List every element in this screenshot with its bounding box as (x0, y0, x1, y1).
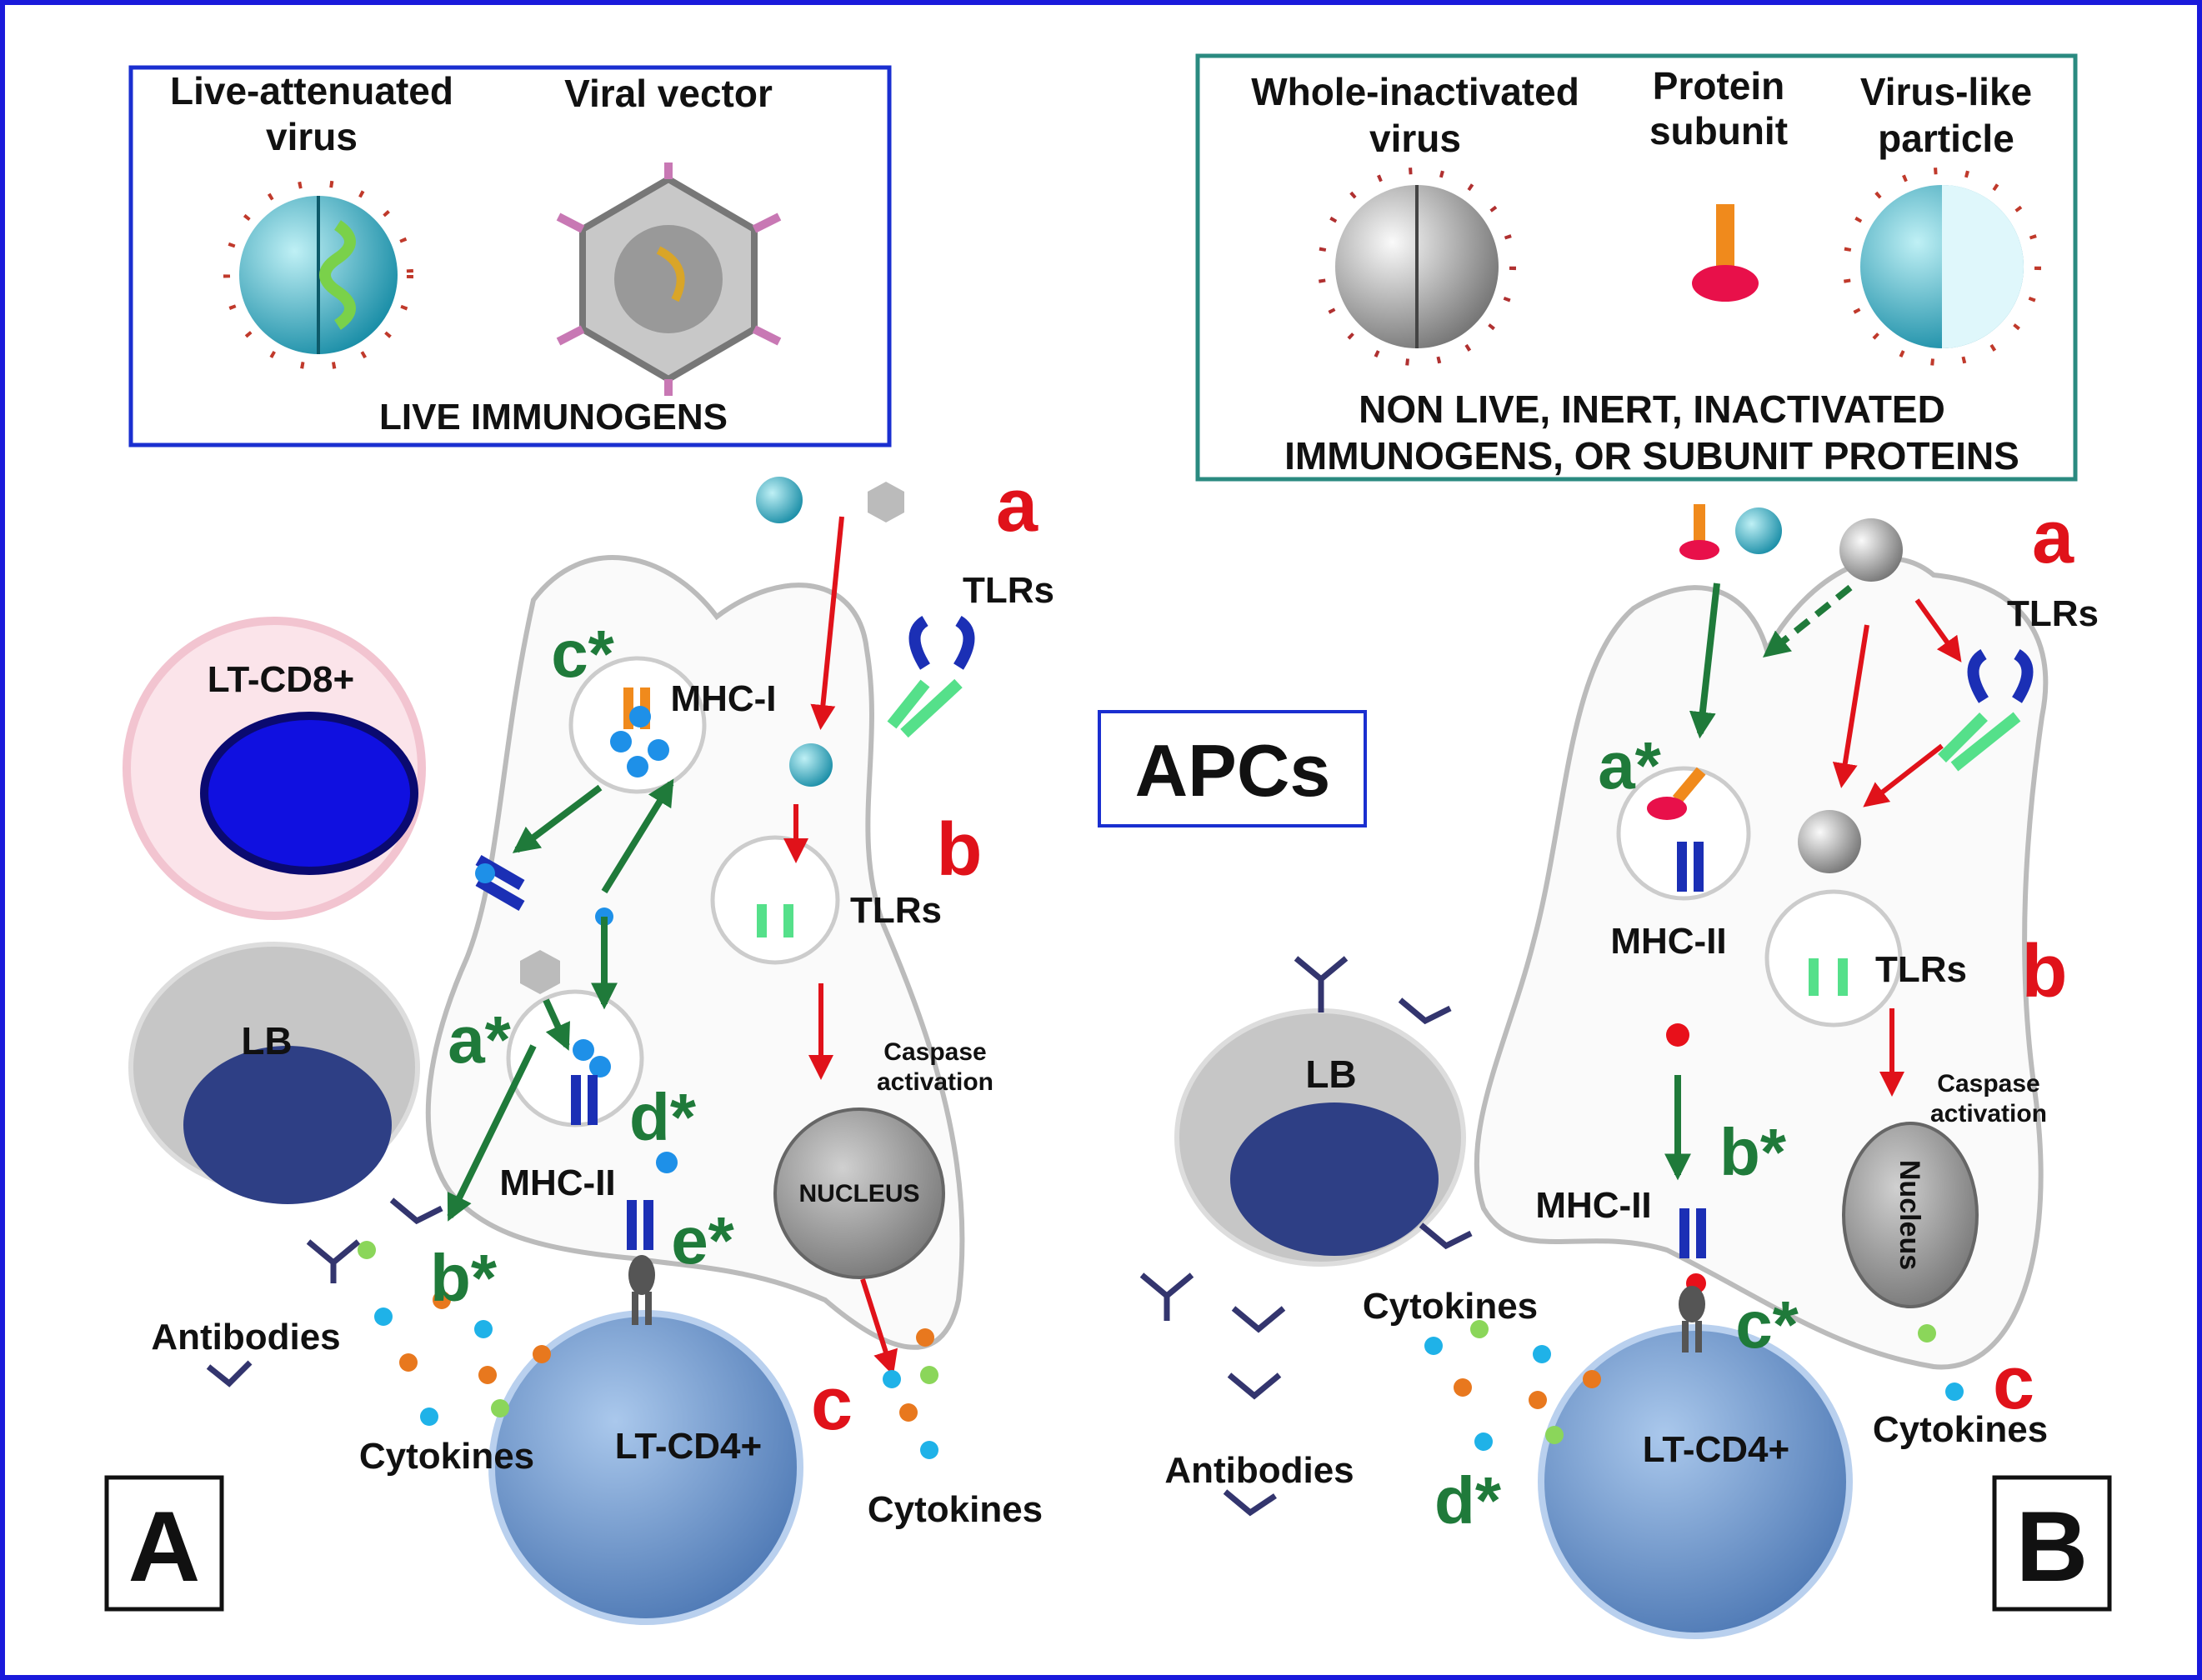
lb-nucleus-a (183, 1046, 392, 1204)
tlrs-endosome-label-a: TLRs (850, 890, 942, 931)
protein-subunit-icon (1692, 204, 1759, 302)
live-immunogens-box: Live-attenuated virus Viral vector LIVE … (128, 65, 892, 448)
step-a-star-label-b: a* (1598, 728, 1661, 802)
cytokines-right-label-b: Cytokines (1873, 1409, 2048, 1450)
vlp-label-2: particle (1878, 117, 2014, 160)
nonlive-caption-1: NON LIVE, INERT, INACTIVATED (1359, 388, 1945, 431)
innate-arrows-b (1832, 598, 1962, 1097)
step-a-label-b: a (2032, 496, 2074, 579)
endosome-tlrs-a (710, 835, 840, 965)
viral-vector-icon (556, 162, 782, 396)
viral-vector-label: Viral vector (564, 72, 773, 115)
caspase-label-b-1: Caspase (1937, 1070, 2039, 1098)
adaptive-arrows-b (1664, 582, 1853, 1181)
nucleus-b (1842, 1122, 1979, 1308)
cytokines-right-label-a: Cytokines (868, 1489, 1043, 1530)
inactivated-virus-icon (1318, 168, 1516, 366)
cytokines-left-label-a: Cytokines (359, 1436, 534, 1477)
peptide-dot-b (1666, 1023, 1689, 1047)
tcr-icon-a (628, 1255, 655, 1325)
virus-like-particle-icon (1843, 168, 2041, 366)
lt-cd8-label: LT-CD8+ (208, 659, 354, 700)
step-b-star-label-b: b* (1719, 1115, 1787, 1189)
cytokines-left-label-b: Cytokines (1363, 1286, 1538, 1327)
caspase-label-a-1: Caspase (883, 1038, 986, 1066)
panel-a-letter-box (104, 1475, 224, 1612)
lt-cd4-label-b: LT-CD4+ (1643, 1429, 1789, 1470)
cytokine-dots-b (1424, 1320, 1964, 1451)
panel-b: LB LT-CD4+ Nucleus (1139, 496, 2112, 1639)
mhc2-molecule-icon-b (1677, 842, 1706, 1258)
endosome-tlrs-b (1764, 889, 1903, 1028)
protein-subunit-label-2: subunit (1649, 109, 1788, 152)
lt-cd4-label-a: LT-CD4+ (615, 1426, 762, 1467)
step-b-label-a: b (937, 808, 983, 892)
endosomal-tlr-icon-a (757, 904, 793, 938)
tcr-icon-b (1679, 1286, 1705, 1352)
mhc1-label: MHC-I (670, 678, 776, 719)
mhc2-label-a: MHC-II (499, 1162, 615, 1203)
nucleus-label-b: Nucleus (1894, 1160, 1925, 1270)
tcr-cd8-icon (475, 854, 525, 912)
apcs-label-box: APCs (1098, 710, 1367, 828)
step-c-label-b: c (1993, 1342, 2034, 1425)
tlr-receptor-icon-a (887, 616, 975, 738)
mhc2-surface-label-b: MHC-II (1535, 1185, 1651, 1226)
step-c-star-label-a: c* (551, 617, 614, 691)
mhc2-molecule-icon-a (571, 1075, 653, 1250)
live-attenuated-virus-icon (223, 180, 413, 370)
tlrs-surface-label-b: TLRs (2007, 593, 2099, 634)
panel-a: LT-CD8+ LB LT-CD4+ NUCLEUS (104, 464, 1054, 1625)
step-b-label-b: b (2022, 930, 2068, 1013)
panel-a-letter: A (128, 1491, 201, 1602)
vlp-label-1: Virus-like (1860, 70, 2032, 113)
nonlive-caption-2: IMMUNOGENS, OR SUBUNIT PROTEINS (1284, 434, 2019, 478)
antibodies-label-b: Antibodies (1164, 1450, 1354, 1491)
small-virus-icons-a (520, 477, 904, 994)
step-e-star-label-a: e* (671, 1203, 734, 1278)
tlr-receptor-icon-b (1938, 649, 2034, 772)
step-d-star-label-a: d* (629, 1080, 697, 1154)
step-c-star-label-b: c* (1735, 1288, 1799, 1362)
whole-inactivated-label-2: virus (1369, 117, 1461, 160)
tlrs-surface-label-a: TLRs (963, 570, 1054, 611)
lt-cd8-nucleus (200, 712, 418, 875)
cytokine-dots-a (358, 1241, 938, 1459)
live-attenuated-label-2: virus (266, 115, 358, 158)
innate-arrows-a (783, 516, 898, 1376)
panel-b-letter-box (1992, 1475, 2112, 1612)
step-c-label-a: c (811, 1362, 853, 1446)
apcs-label: APCs (1135, 729, 1331, 812)
panel-b-letter: B (2016, 1491, 2089, 1602)
step-b-star-label-a: b* (430, 1241, 498, 1315)
lb-label-b: LB (1305, 1052, 1356, 1096)
lb-nucleus-b (1230, 1102, 1439, 1256)
mhc2-endosome-label-b: MHC-II (1610, 921, 1726, 962)
endosome-mhc2-b (1616, 766, 1751, 901)
lb-label-a: LB (241, 1019, 292, 1062)
nucleus-label-a: NUCLEUS (798, 1180, 919, 1208)
step-a-label-a: a (996, 464, 1038, 548)
nonlive-immunogens-box: Whole-inactivated virus Protein subunit … (1195, 53, 2078, 482)
step-a-star-label-a: a* (448, 1002, 511, 1077)
live-immunogens-caption: LIVE IMMUNOGENS (379, 397, 728, 438)
adaptive-arrows-a (447, 778, 674, 1222)
protein-subunit-small-icons (1647, 504, 1903, 873)
antibodies-label-a: Antibodies (151, 1317, 340, 1358)
caspase-label-a-2: activation (877, 1068, 993, 1096)
caspase-label-b-2: activation (1930, 1100, 2047, 1128)
step-d-star-label-b: d* (1434, 1463, 1502, 1538)
antibody-icons-a (206, 1198, 443, 1388)
protein-subunit-label-1: Protein (1653, 64, 1784, 108)
whole-inactivated-label-1: Whole-inactivated (1251, 70, 1579, 113)
antibody-icons-b (1139, 956, 1473, 1517)
endosomal-tlr-icon-b (1809, 958, 1848, 996)
live-attenuated-label-1: Live-attenuated (170, 69, 453, 112)
tlrs-endosome-label-b: TLRs (1875, 949, 1967, 990)
nucleus-a (773, 1108, 945, 1279)
